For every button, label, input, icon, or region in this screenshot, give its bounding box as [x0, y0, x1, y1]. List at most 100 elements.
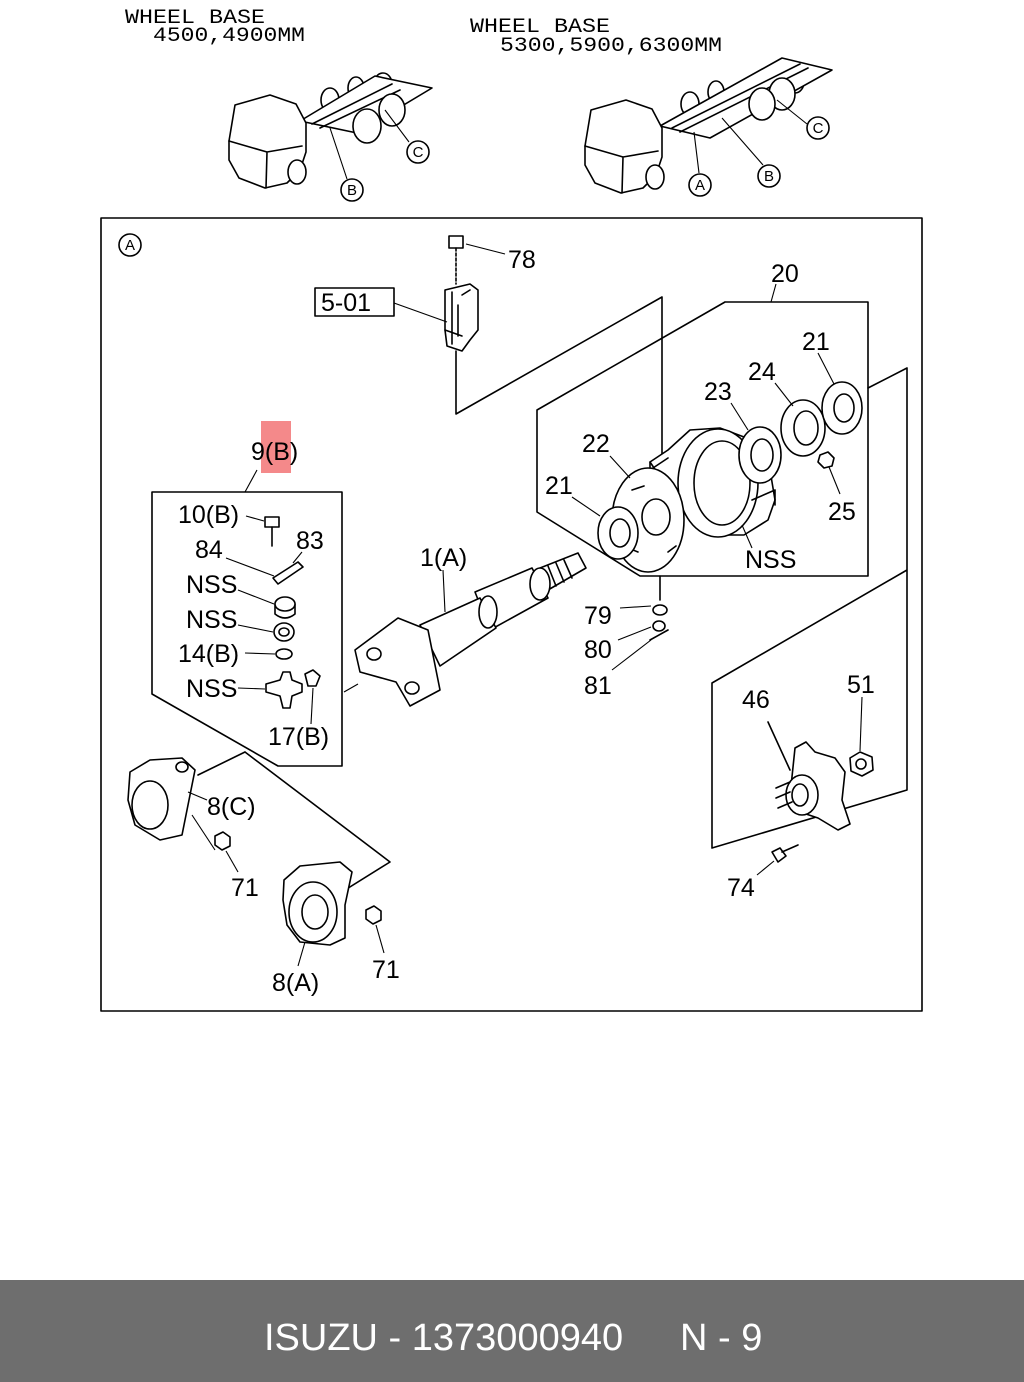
label-71-lower: 71	[372, 956, 400, 984]
washer-14b	[275, 648, 293, 660]
shaft-tube-end	[478, 595, 498, 629]
leader-line	[225, 850, 239, 873]
leader-line	[693, 99, 808, 174]
note-left-title: WHEEL BASE	[125, 7, 265, 30]
bearing-nss	[273, 622, 295, 642]
yoke-8a-bore	[301, 894, 329, 930]
assembly-20-frame	[536, 301, 869, 577]
leader-line	[774, 382, 794, 407]
view-ref-circle	[688, 173, 712, 197]
washer-80	[652, 620, 666, 632]
truck-left-front-wheel	[287, 159, 307, 185]
view-ref-a: A	[695, 177, 705, 194]
label-83: 83	[296, 527, 324, 555]
detail-view-ref-a: A	[125, 237, 135, 254]
shaft-yoke-eye	[404, 681, 420, 695]
leader-line	[859, 696, 863, 752]
bracket-5-01: 5-01	[314, 283, 663, 457]
leader-line	[770, 283, 777, 303]
footer-page-code: N - 9	[680, 1317, 762, 1359]
leader-line	[375, 924, 385, 954]
seal-21-left	[597, 506, 639, 560]
leader-line	[237, 687, 266, 690]
kit-to-shaft-line	[343, 683, 359, 693]
leader-line	[237, 624, 274, 633]
part-24-inner	[793, 410, 819, 446]
leader-line	[297, 941, 306, 967]
drive-shaft-1a: 1(A)	[354, 544, 587, 707]
truck-left-wheel	[352, 108, 382, 144]
view-ref-circle	[340, 178, 364, 202]
view-ref-b: B	[347, 182, 357, 199]
label-cap-nss: NSS	[186, 571, 237, 599]
fitting-17b	[304, 669, 321, 687]
truck-left-illustration: C B	[228, 72, 433, 202]
washer-79	[652, 604, 668, 616]
label-51: 51	[847, 671, 875, 699]
part-24	[780, 399, 826, 457]
label-74: 74	[727, 874, 755, 902]
bolt-10b	[264, 516, 280, 528]
label-17b: 17(B)	[268, 723, 329, 751]
truck-right-cab-lines	[584, 145, 659, 194]
truck-left-cab-lines	[228, 140, 303, 189]
yoke-8a-face	[288, 881, 338, 943]
label-bearing-nss: NSS	[186, 606, 237, 634]
leader-line	[828, 466, 841, 495]
center-bearing-assembly: 20 NSS 23 24 21 25 22	[536, 260, 869, 601]
shaft-tube	[419, 597, 497, 667]
cap-nss-top	[274, 596, 296, 612]
label-1a: 1(A)	[420, 544, 467, 572]
note-right-title: WHEEL BASE	[470, 16, 610, 39]
leader-line	[611, 605, 652, 671]
leader-line	[442, 569, 446, 613]
leader-line	[225, 557, 275, 577]
leader-line	[244, 469, 258, 493]
leader-line	[310, 687, 314, 725]
leader-line	[237, 589, 275, 605]
bolt-74	[771, 847, 787, 863]
footer-part-number: ISUZU - 1373000940	[264, 1317, 623, 1359]
bracket-connector-line	[455, 296, 663, 457]
shaft-yoke	[354, 617, 441, 707]
cross-nss	[265, 671, 303, 709]
flange-group-frame	[711, 367, 908, 849]
leader-line	[756, 860, 775, 876]
seal-21-left-inner	[609, 518, 631, 548]
reference-box-label: 5-01	[321, 289, 371, 317]
highlight-marker	[261, 421, 291, 473]
bracket-body	[444, 283, 479, 352]
truck-right-front-wheel	[645, 164, 665, 190]
yoke-8c-face	[131, 780, 169, 830]
seal-21-right-inner	[833, 393, 855, 423]
flange-46-hub	[785, 774, 819, 816]
leader-line	[292, 551, 303, 564]
flange-46-splines	[775, 781, 793, 809]
leader-line	[244, 652, 276, 655]
leader-line	[817, 352, 835, 385]
truck-left-cab	[228, 94, 307, 189]
label-71-upper: 71	[231, 874, 259, 902]
label-84: 84	[195, 536, 223, 564]
bearing-nss-inner	[278, 627, 290, 637]
label-21-right: 21	[802, 328, 830, 356]
yoke-8c-eye	[175, 761, 189, 773]
view-ref-b: B	[764, 168, 774, 185]
leader-line	[741, 524, 753, 549]
plate-83	[272, 561, 304, 585]
label-8c: 8(C)	[207, 793, 256, 821]
nut-51	[849, 751, 874, 777]
bolt-25	[817, 451, 835, 469]
view-ref-circle	[806, 116, 830, 140]
view-ref-c: C	[413, 144, 424, 161]
leader-line	[187, 791, 208, 801]
label-80: 80	[584, 636, 612, 664]
label-cross-nss: NSS	[186, 675, 237, 703]
shaft-spline-lines	[547, 559, 573, 587]
label-46: 46	[742, 686, 770, 714]
note-left-value: 4500,4900MM	[153, 25, 305, 48]
bearing-23	[738, 426, 782, 484]
nut-71-lower	[365, 905, 382, 925]
view-ref-circle	[406, 140, 430, 164]
